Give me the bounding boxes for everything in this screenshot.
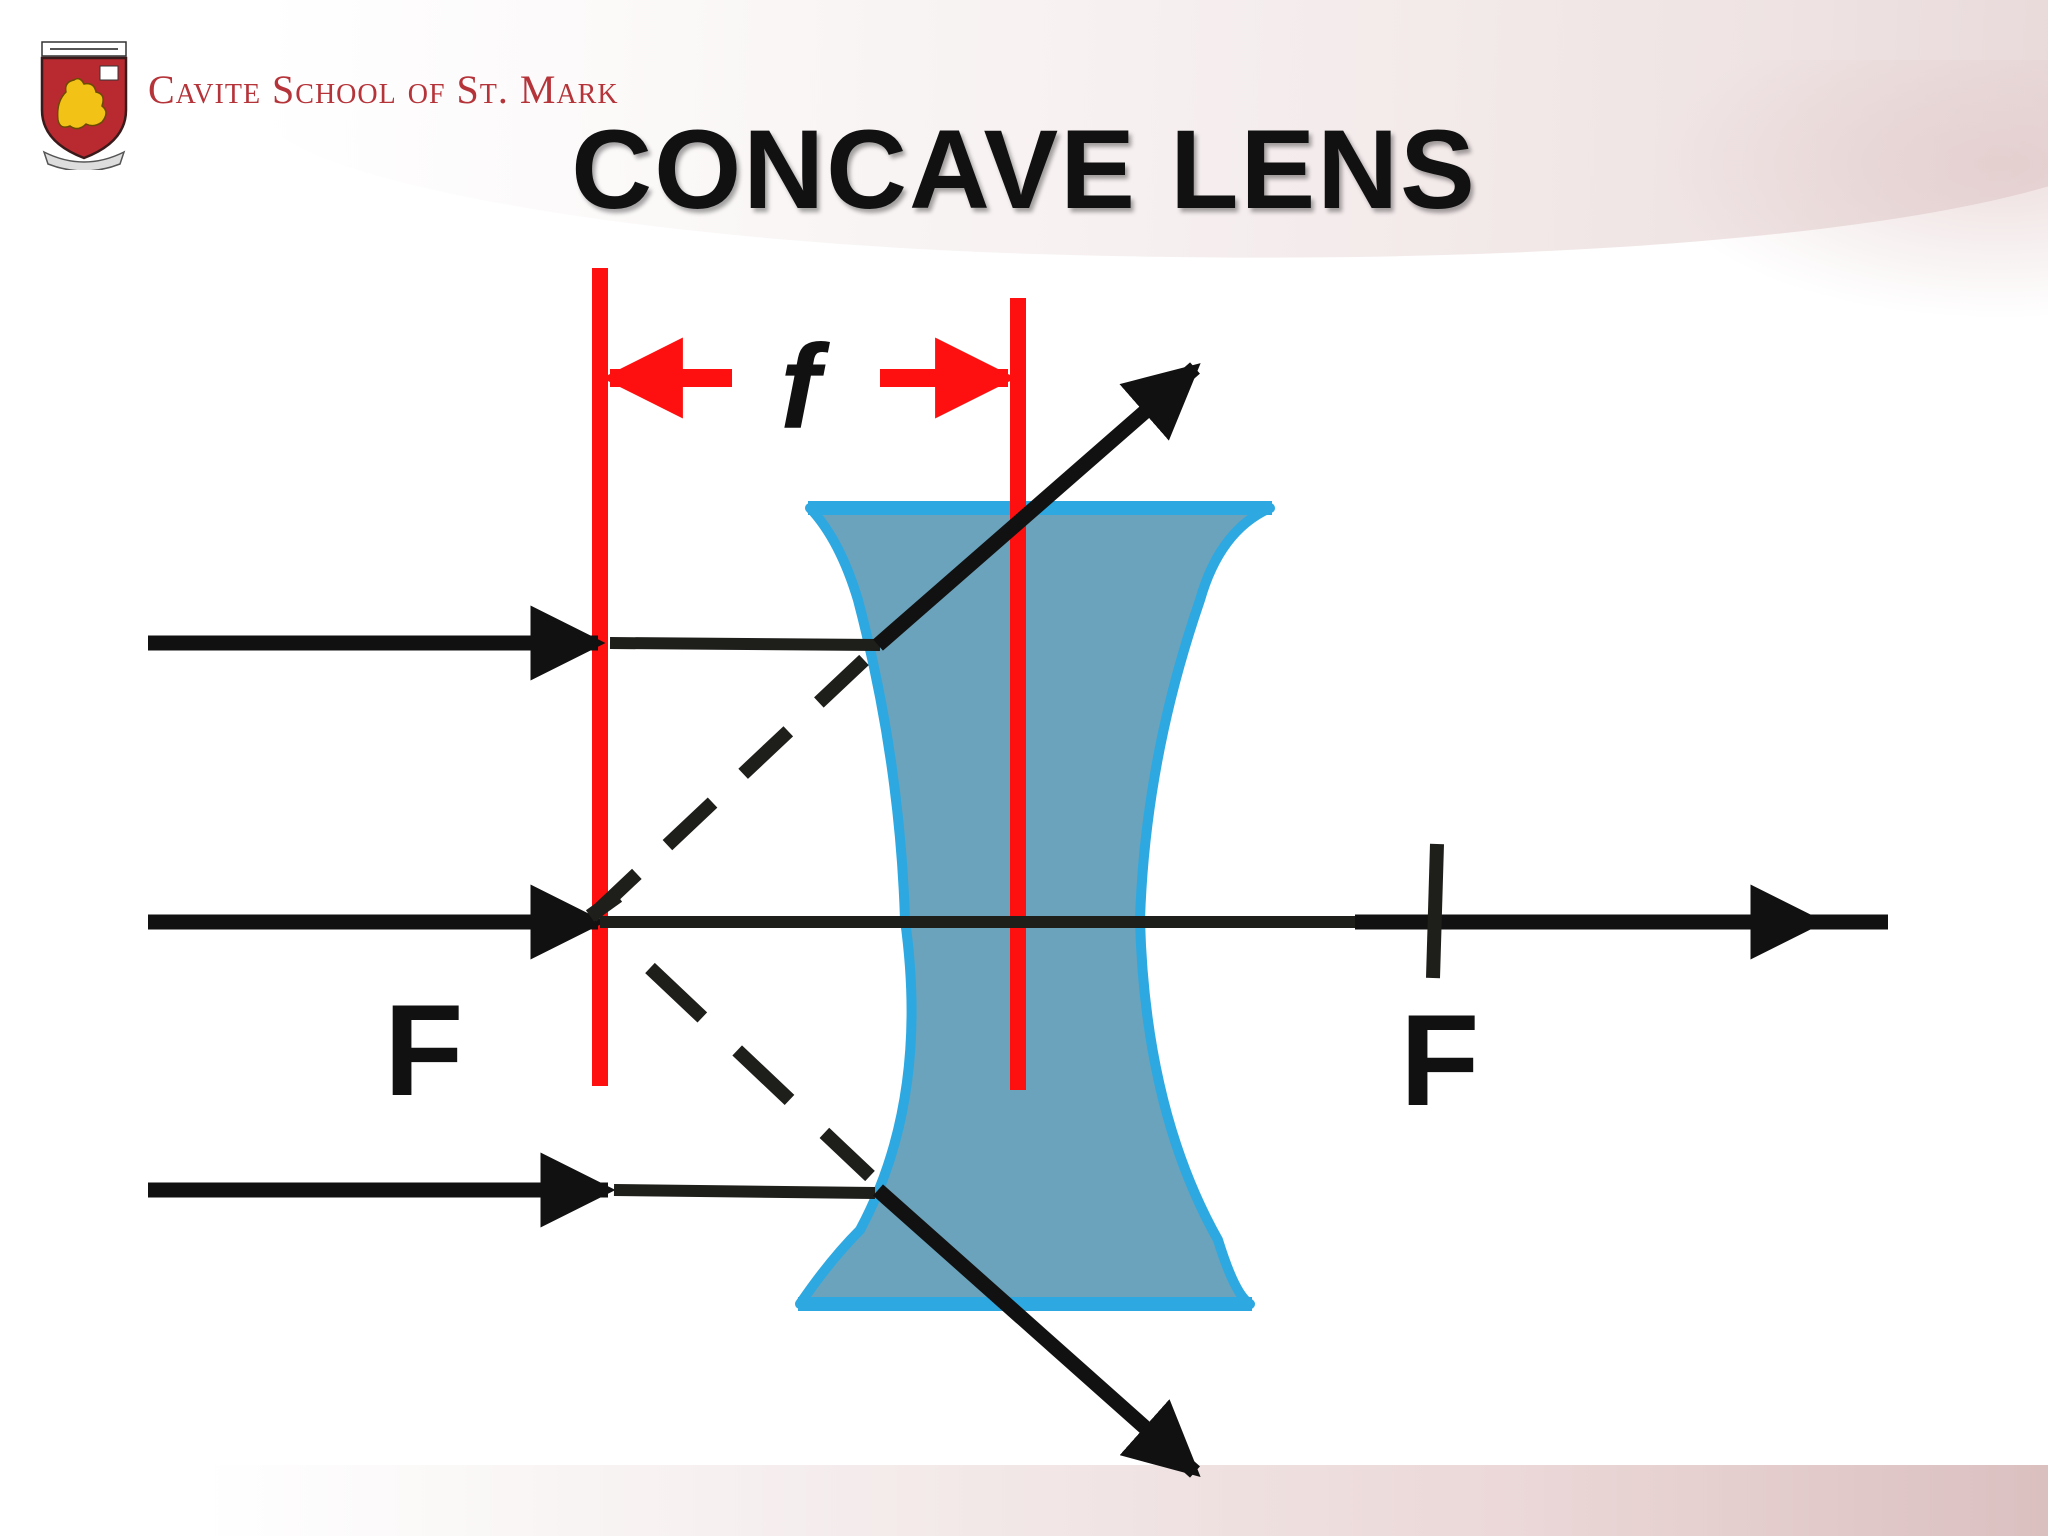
focal-length-label: f [780,320,820,454]
virtual-ray-junction [585,890,623,922]
background-swoosh-bottom [0,1465,2048,1536]
virtual-ray-top [585,654,869,924]
virtual-ray-bottom [645,962,875,1182]
background-swoosh-corner [1650,60,2048,320]
focal-point-label-left: F [384,977,464,1123]
concave-lens [795,503,1275,1309]
focal-point-label-right: F [1400,987,1480,1133]
ray-segment-bottom [613,1184,876,1199]
refracted-ray-bottom [873,1184,1201,1478]
crest-icon [40,41,128,170]
refracted-ray-top [873,362,1201,651]
school-name: Cavite School of St. Mark [148,67,619,112]
focal-point-tick-right [1426,843,1444,979]
ray-segment-top [609,637,881,651]
page-title: CONCAVE LENS [571,107,1477,232]
